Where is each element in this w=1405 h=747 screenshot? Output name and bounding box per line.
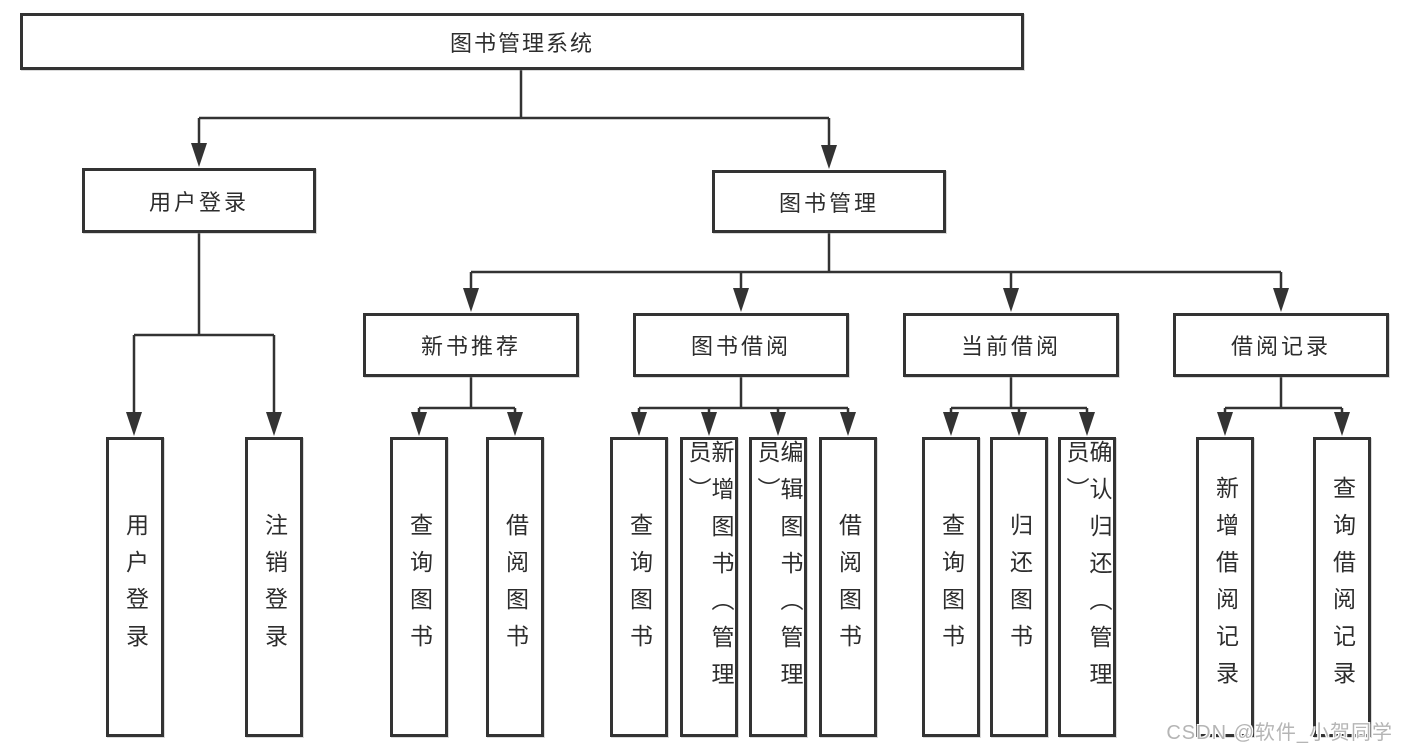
leaf-label: 确认归还（管理员） — [1063, 440, 1112, 699]
leaf-label: 归还图书 — [1006, 513, 1033, 661]
leaf-bb-add-books-admin: 新增图书（管理员） — [680, 437, 738, 737]
leaf-user-login: 用户登录 — [106, 437, 164, 737]
leaf-br-add-record: 新增借阅记录 — [1196, 437, 1254, 737]
node-book-borrowing: 图书借阅 — [633, 313, 849, 377]
node-label: 图书管理系统 — [449, 30, 594, 56]
leaf-logout: 注销登录 — [245, 437, 303, 737]
node-label: 新书推荐 — [420, 334, 521, 359]
csdn-watermark: CSDN @软件_小贺同学 — [1166, 722, 1393, 744]
edge-book-borrowing-to-leaves — [631, 377, 856, 436]
node-book-management: 图书管理 — [712, 170, 946, 233]
edge-new-book-to-leaves — [411, 377, 523, 436]
leaf-bb-borrow-books: 借阅图书 — [819, 437, 877, 737]
leaf-nb-query-books: 查询图书 — [390, 437, 448, 737]
leaf-label: 查询借阅记录 — [1329, 476, 1356, 698]
leaf-cb-query-books: 查询图书 — [922, 437, 980, 737]
edge-user-login-to-leaves — [126, 233, 282, 436]
leaf-label: 借阅图书 — [835, 513, 862, 661]
leaf-label: 查询图书 — [938, 513, 965, 661]
leaf-label: 借阅图书 — [502, 513, 529, 661]
node-new-book-recommendation: 新书推荐 — [363, 313, 579, 377]
leaf-label: 新增图书（管理员） — [685, 440, 734, 699]
leaf-cb-confirm-return-admin: 确认归还（管理员） — [1058, 437, 1116, 737]
edge-borrow-records-to-leaves — [1217, 377, 1350, 436]
node-borrowing-records: 借阅记录 — [1173, 313, 1389, 377]
leaf-br-query-record: 查询借阅记录 — [1313, 437, 1371, 737]
leaf-label: 查询图书 — [406, 513, 433, 661]
leaf-bb-edit-books-admin: 编辑图书（管理员） — [749, 437, 807, 737]
node-label: 图书管理 — [778, 190, 879, 216]
leaf-label: 注销登录 — [261, 513, 288, 661]
leaf-label: 查询图书 — [626, 513, 653, 661]
leaf-label: 新增借阅记录 — [1212, 476, 1239, 698]
node-user-login: 用户登录 — [82, 168, 316, 233]
leaf-nb-borrow-books: 借阅图书 — [486, 437, 544, 737]
leaf-label: 编辑图书（管理员） — [754, 440, 803, 699]
leaf-cb-return-books: 归还图书 — [990, 437, 1048, 737]
node-label: 当前借阅 — [960, 334, 1061, 359]
leaf-label: 用户登录 — [122, 513, 149, 661]
node-label: 借阅记录 — [1230, 334, 1331, 359]
edge-book-management-to-level3 — [463, 233, 1289, 312]
leaf-bb-query-books: 查询图书 — [610, 437, 668, 737]
node-library-system: 图书管理系统 — [20, 13, 1024, 70]
node-current-borrowing: 当前借阅 — [903, 313, 1119, 377]
node-label: 图书借阅 — [690, 334, 791, 359]
edge-root-to-level2 — [191, 70, 837, 169]
node-label: 用户登录 — [148, 189, 249, 215]
edge-current-borrowing-to-leaves — [943, 377, 1095, 436]
